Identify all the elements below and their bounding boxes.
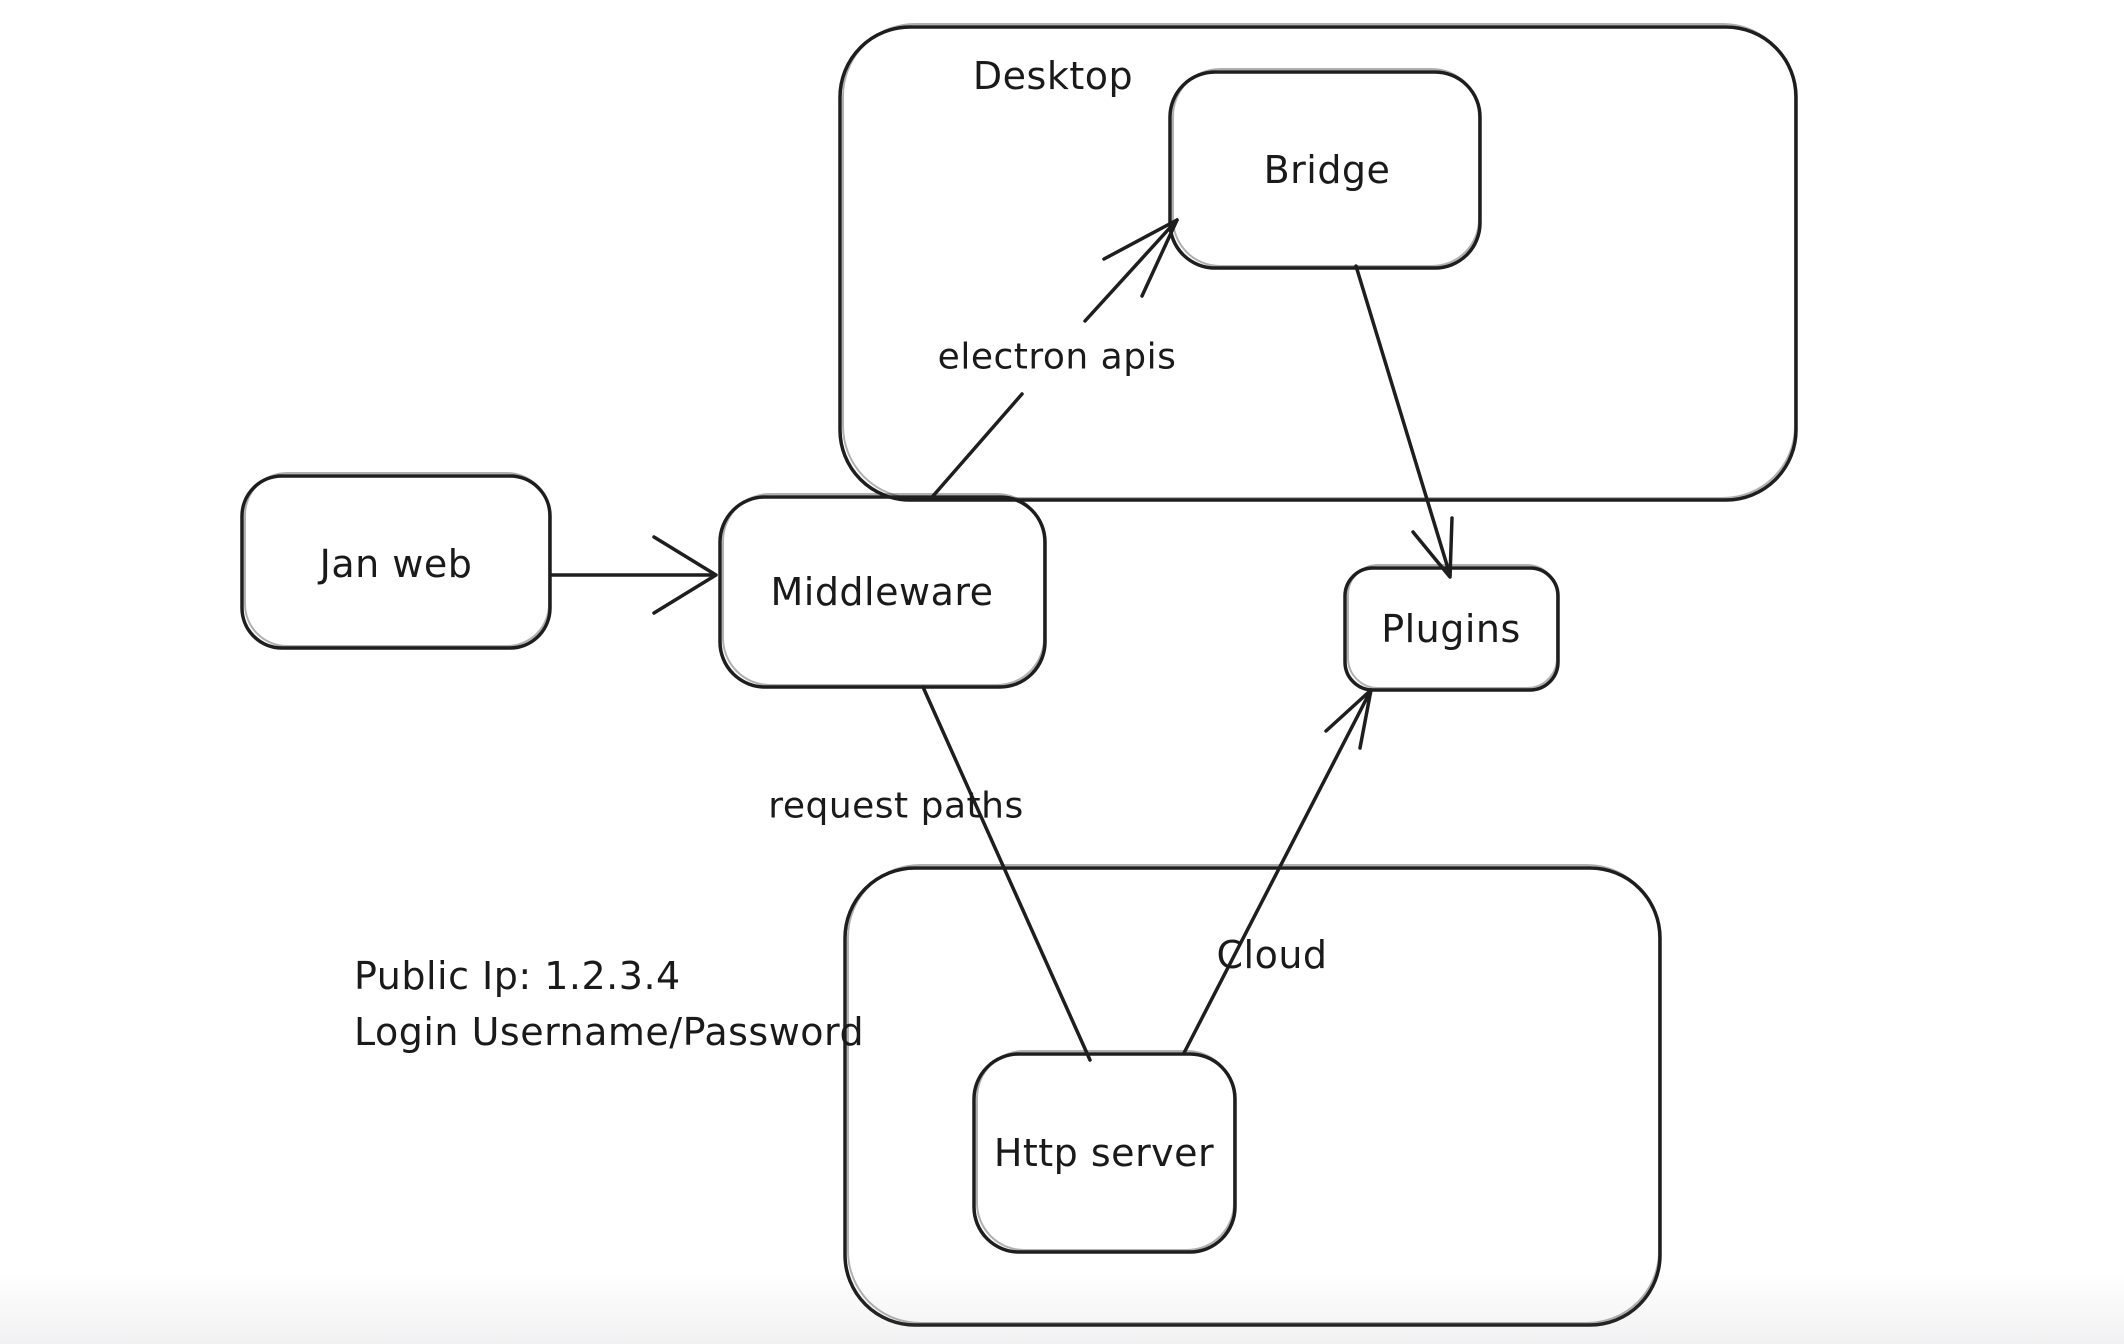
middleware-node-label[interactable]: Middleware	[770, 570, 994, 614]
request-paths-edge-label[interactable]: request paths	[768, 785, 1024, 827]
bridge-node-label[interactable]: Bridge	[1263, 148, 1391, 192]
desktop-container-label[interactable]: Desktop	[972, 54, 1134, 98]
electron-apis-edge-label[interactable]: electron apis	[937, 336, 1177, 378]
annotation-line-public-ip: Public Ip: 1.2.3.4	[354, 954, 681, 998]
middleware-node-box[interactable]	[718, 493, 1047, 689]
edge-middleware-httpserver[interactable]	[921, 685, 1092, 1062]
http-server-node-label[interactable]: Http server	[993, 1131, 1215, 1175]
jan-web-node-label[interactable]: Jan web	[319, 542, 473, 586]
bridge-node-box[interactable]	[1168, 68, 1482, 270]
annotation-line-login: Login Username/Password	[354, 1010, 865, 1055]
cloud-container-box[interactable]	[843, 864, 1662, 1327]
edge-httpserver-plugins[interactable]	[1182, 688, 1373, 1055]
public-ip-annotation[interactable]: Public Ip: 1.2.3.4 Login Username/Passwo…	[354, 948, 864, 1060]
desktop-container-box[interactable]	[838, 23, 1798, 502]
plugins-node-label[interactable]: Plugins	[1381, 607, 1521, 651]
edge-janweb-middleware[interactable]	[550, 535, 718, 615]
edge-bridge-plugins[interactable]	[1354, 264, 1454, 579]
edge-middleware-bridge[interactable]	[931, 218, 1179, 498]
jan-web-node-box[interactable]	[240, 472, 552, 650]
http-server-node-box[interactable]	[972, 1050, 1237, 1254]
cloud-container-label[interactable]: Cloud	[1216, 933, 1328, 977]
